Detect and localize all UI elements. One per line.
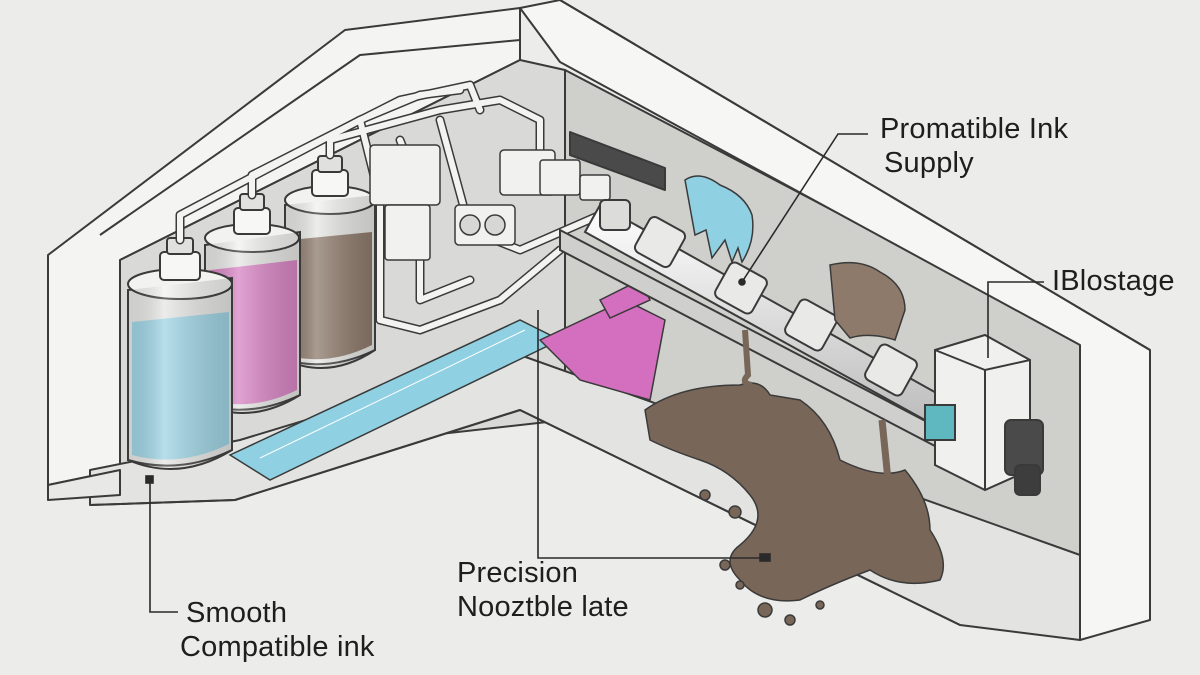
- brown-wall-splash: [829, 261, 906, 341]
- callout-nozzle-plate-line1: Precision: [457, 557, 579, 589]
- leader-ink-supply: [741, 133, 868, 283]
- ink-reservoirs: [127, 155, 376, 470]
- valve-block: [369, 144, 611, 261]
- reservoir-brown: [284, 155, 376, 369]
- callout-ink-supply-line2: Supply: [884, 147, 974, 179]
- callout-compatible-ink: Smooth Compatible ink: [180, 596, 375, 664]
- leader-compatible-ink: [149, 480, 178, 613]
- cyan-splash: [684, 175, 754, 265]
- leader-stage: [987, 281, 1044, 358]
- ink-splashes: [644, 175, 945, 626]
- callout-compatible-ink-line1: Smooth: [186, 597, 288, 629]
- callout-ink-supply-line1: Promatible Ink: [880, 113, 1069, 145]
- stage-block: [924, 333, 1044, 496]
- callout-stage: IBlostage: [1052, 264, 1175, 298]
- callout-ink-supply: Promatible Ink Supply: [880, 112, 1068, 180]
- print-carriage-rail: [559, 199, 1044, 496]
- callout-leaders: [145, 133, 1044, 613]
- callout-nozzle-plate: Precision Nooztble late: [457, 556, 629, 624]
- callout-compatible-ink-line2: Compatible ink: [180, 631, 375, 663]
- floor-spill: [644, 382, 945, 602]
- callout-stage-line1: IBlostage: [1052, 265, 1175, 297]
- leader-nozzle: [537, 310, 765, 559]
- reservoir-cyan: [127, 237, 233, 470]
- callout-nozzle-plate-line2: Nooztble late: [457, 591, 629, 623]
